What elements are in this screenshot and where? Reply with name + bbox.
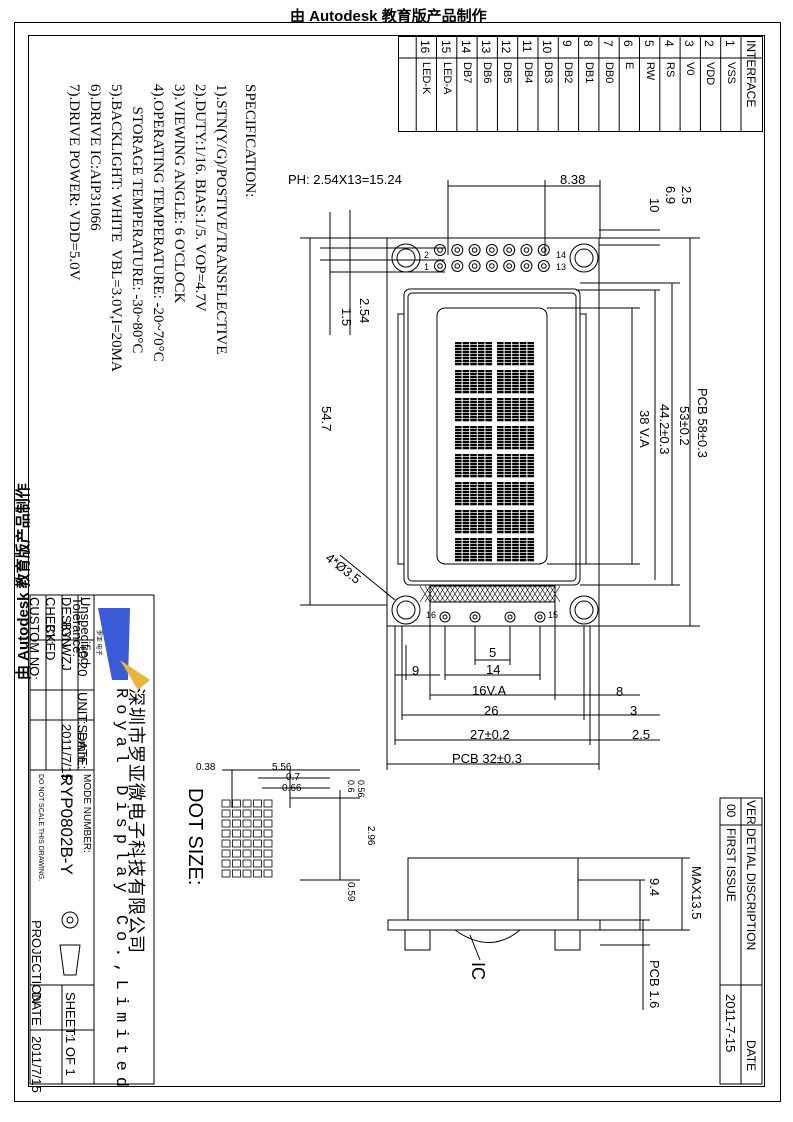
dim-26: 26 [484,703,499,718]
viewing-area [436,307,548,565]
ic-blob [454,929,521,943]
tb-sheet-value: 1 OF 1 [63,1036,78,1076]
watermark-top: 由 Autodesk 教育版产品制作 [290,8,487,25]
tb-model: RYP0802B-Y [57,774,76,875]
dim-53: 53±0.2 [677,406,692,446]
dot-07: 0.7 [286,772,300,783]
pin-label-15: 15 [548,610,559,620]
pin-hole [468,260,481,272]
hole-top-right [569,243,599,273]
rev-desc-label: DETIAL DISCRIPTION [744,828,758,951]
dim-254: 2.54 [357,298,372,324]
tb-tol-value: ±0.20 [75,644,90,677]
company-logo [98,608,150,690]
dim-442: 44.2±0.3 [657,404,672,455]
pin-hole [520,260,533,272]
tb-sheet-label: SHEET: [63,992,78,1038]
tb-designer: WZJ [59,644,74,671]
pin-label-13: 13 [556,262,567,272]
tb-mode-label: MODE NUMBER: [81,774,92,853]
rev-ver-label: VER [744,800,758,825]
pin-hole [434,260,446,272]
interface-grid [398,36,763,132]
pin-hole [503,260,516,272]
dim-3: 3 [630,703,638,718]
dot-556: 5.56 [272,762,292,773]
pin-label-14: 14 [556,250,567,260]
pin-hole [537,260,550,272]
dim-9: 9 [412,663,420,678]
tb-noscale: DO NOT SCALE THIS DRAWING. [37,774,44,882]
pcb-outline [386,237,600,627]
tb-date-label: DATE: [75,732,90,770]
dim-15: 1.5 [339,308,354,327]
side-pcb16: PCB 1.6 [647,960,662,1009]
dot-038: 0.38 [196,762,216,773]
rev-date: 2011-7-15 [723,994,738,1053]
side-ic: IC [468,962,488,980]
company-name-en: Royal Display Co.,Limited [111,688,130,1094]
rev-desc: FIRST ISSUE [724,828,738,902]
dim-pitch-label: PH: 2.54X13=15.24 [288,172,402,187]
pin-hole [503,244,516,256]
dim-10: 10 [647,198,662,213]
dim-25b: 2.5 [632,727,651,742]
pin-hole [537,244,550,256]
pin-hole [485,260,498,272]
pin-hole [485,244,498,256]
hole-bottom-right [569,595,599,625]
pin-hole [451,260,464,272]
dot-066: 0.66 [282,783,302,794]
side-max: MAX13.5 [689,866,704,920]
pin-hole [434,244,446,256]
dot-size-title: DOT SIZE: [184,788,206,886]
dim-pcb32: PCB 32±0.3 [452,751,523,766]
dot-056: 0.56 [356,780,366,798]
dot-06: 0.6 [346,780,356,793]
dim-5: 5 [489,645,497,660]
pin-hole [468,244,481,256]
tb-custom: CUSTOM NO: [27,597,42,680]
pin-label-16: 16 [426,610,437,620]
tb-date2-value: 2011/7/15 [29,1036,44,1093]
tb-by: BY: [59,622,74,643]
hole-bottom-left [391,595,421,625]
pin-hole [451,244,464,256]
dim-8: 8 [616,684,624,699]
rev-date-label: DATE [744,1040,758,1072]
dim-pcb58: PCB 58±0.3 [695,388,710,459]
tb-checked-by: BY: [43,624,58,645]
dim-838: 8.38 [560,172,586,187]
logo-text: 罗亚 电子 [95,630,101,656]
side-view-body [407,857,579,921]
dim-27: 27±0.2 [470,727,510,742]
side-94: 9.4 [647,878,662,897]
title-block [29,594,155,1085]
outer-frame [14,22,781,1102]
rev-ver: 00 [724,804,738,818]
dim-547: 54.7 [319,406,334,432]
dim-va38: 38 V.A [637,410,652,448]
pin-hole [520,244,533,256]
pin-label-1: 1 [424,262,430,272]
tb-date2-label: DATE [29,992,44,1026]
dim-25: 2.5 [679,186,694,205]
dot-296: 2.96 [365,826,376,846]
inner-frame [28,35,765,1087]
dot-059: 0.59 [345,882,356,902]
dim-14: 14 [486,662,501,677]
tb-date-value: 2011/7/15 [59,724,74,781]
pin-label-2: 2 [424,250,430,260]
dim-69: 6.9 [663,186,678,205]
dim-va16: 16V.A [472,683,507,698]
